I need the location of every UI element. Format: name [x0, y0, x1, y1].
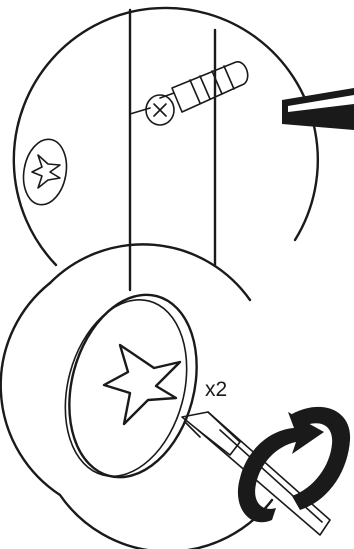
screw-head-small-icon	[19, 136, 72, 208]
lower-circle-outline	[1, 283, 272, 549]
upper-detail-circle	[14, 8, 354, 290]
screw-head-large-icon	[47, 280, 216, 491]
dowel-cam-screw-icon	[130, 62, 248, 125]
upper-circle-outline	[14, 8, 318, 265]
tool-handle-icon	[282, 88, 354, 130]
quantity-label: x2	[205, 378, 227, 401]
clockwise-rotation-arrow-icon	[238, 407, 350, 522]
lower-detail-circle: x2	[1, 244, 350, 549]
